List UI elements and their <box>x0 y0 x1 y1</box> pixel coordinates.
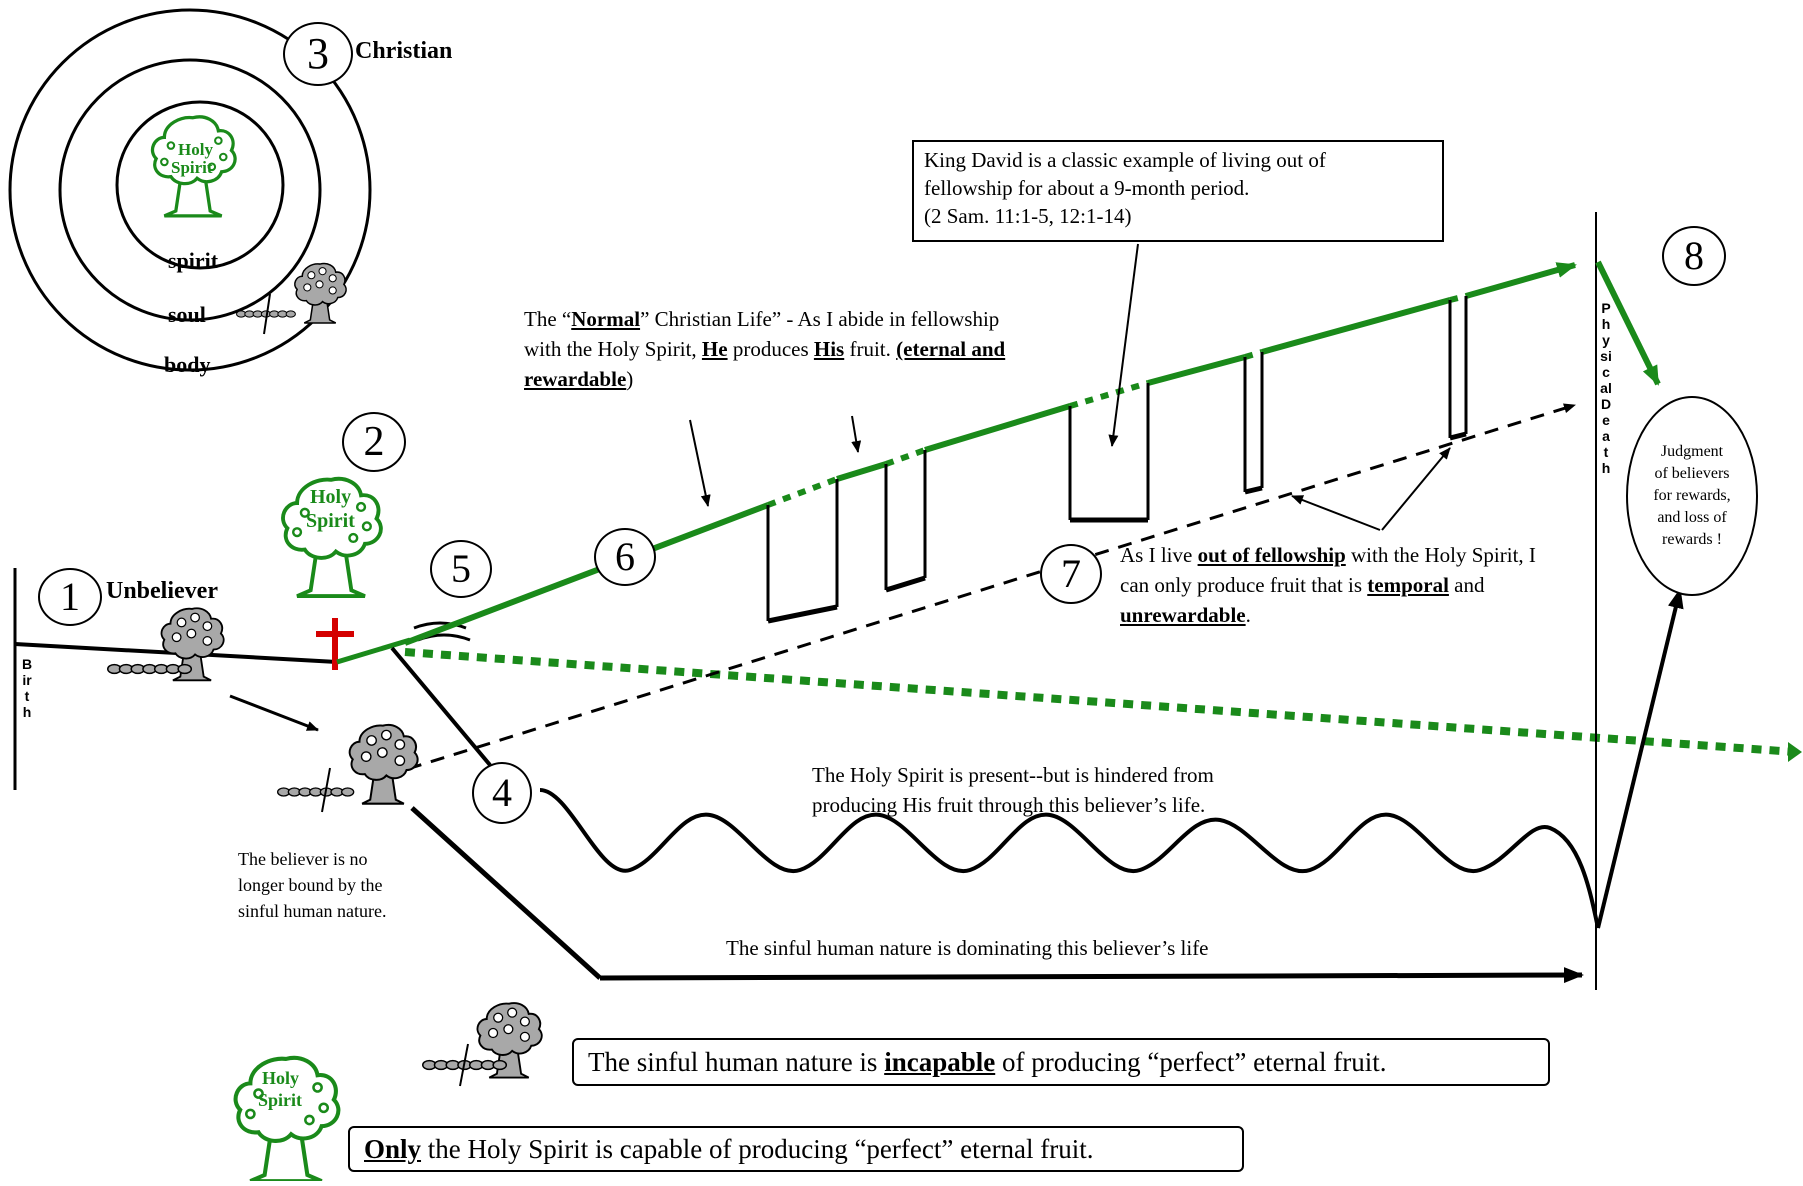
death-to-judgment-arrow <box>1595 260 1661 386</box>
marker-1: 1 <box>38 568 102 626</box>
legend-tree-label-holy: Holy <box>262 1068 300 1088</box>
judgment-line1: Judgment <box>1660 443 1724 460</box>
marker-2: 2 <box>342 412 406 472</box>
body-label: body <box>164 352 211 377</box>
dominating-line-descent <box>410 806 602 980</box>
judgment-line4: and loss of <box>1657 509 1727 526</box>
spirit-label: spirit <box>168 248 219 273</box>
marker-5: 5 <box>430 540 492 598</box>
oof-part3: and <box>1448 573 1485 597</box>
marker-8: 8 <box>1662 226 1726 286</box>
sin-nature-tree-icon <box>294 262 347 324</box>
dominating-text: The sinful human nature is dominating th… <box>726 936 1209 960</box>
legend-only-box: Only the Holy Spirit is capable of produ… <box>348 1126 1244 1172</box>
normal-life-normal: Normal <box>571 307 641 331</box>
sinful-nature-path <box>390 646 1600 929</box>
legend-incapable-box: The sinful human nature is incapable of … <box>572 1038 1550 1086</box>
normal-life-he: He <box>701 337 728 361</box>
oof-bold2: temporal <box>1367 573 1449 597</box>
judgment-arrow <box>1596 588 1684 929</box>
no-longer-bound-line3: sinful human nature. <box>238 901 387 921</box>
freed-broken-chain-icon <box>276 787 355 797</box>
green-fellowship-line <box>403 262 1577 646</box>
circle-tree-label-spirit: Spirit <box>171 158 213 177</box>
physical-death-label: Physical Death <box>1600 300 1612 476</box>
king-david-line2: fellowship for about a 9-month period. <box>924 176 1250 200</box>
judgment-line5: rewards ! <box>1662 531 1722 548</box>
legend-incapable-bold: incapable <box>884 1047 996 1077</box>
chain-break-mark <box>263 293 271 335</box>
normal-life-part2: ” Christian Life” - As I abide in fellow… <box>524 307 1000 361</box>
unbeliever-label: Unbeliever <box>106 578 218 604</box>
marker-7: 7 <box>1040 544 1102 604</box>
oof-bold3: unrewardable <box>1120 603 1246 627</box>
king-david-box: King David is a classic example of livin… <box>912 140 1444 242</box>
hindered-line2: producing His fruit through this believe… <box>812 793 1206 817</box>
marker-3: 3 <box>283 22 353 86</box>
freed-sin-tree-icon <box>348 723 419 805</box>
oof-part2: with the Holy Spirit, I can only produce… <box>1120 543 1536 597</box>
king-david-line3: (2 Sam. 11:1-5, 12:1-14) <box>924 204 1132 228</box>
christian-label: Christian <box>355 38 453 64</box>
salvation-tree-label-holy: Holy <box>310 486 352 508</box>
marker-6: 6 <box>594 528 656 586</box>
dominating-line <box>599 967 1584 984</box>
out-of-fellowship-text: As I live out of fellowship with the Hol… <box>1120 540 1540 630</box>
normal-life-his: His <box>813 337 845 361</box>
legend-only-bold: Only <box>364 1134 422 1164</box>
break-mark <box>413 621 467 630</box>
fellowship-drops <box>766 296 1468 624</box>
king-david-line1: King David is a classic example of livin… <box>924 148 1326 172</box>
normal-life-text: The “Normal” Christian Life” - As I abid… <box>524 304 1024 394</box>
normal-life-part1: The “ <box>524 307 572 331</box>
legend-only-part2: the Holy Spirit is capable of producing … <box>421 1134 1094 1164</box>
christian-circles <box>8 8 372 372</box>
legend-tree-label-spirit: Spirit <box>258 1090 303 1110</box>
normal-life-close: ) <box>626 367 634 391</box>
no-longer-bound-line2: longer bound by the <box>238 875 383 895</box>
hindered-text: The Holy Spirit is present--but is hinde… <box>812 760 1214 820</box>
bound-chain-icon <box>106 663 193 675</box>
judgment-line3: for rewards, <box>1653 487 1731 504</box>
marker-4: 4 <box>472 762 532 824</box>
circle-tree-label-holy: Holy <box>178 140 213 159</box>
oof-bold1: out of fellowship <box>1197 543 1346 567</box>
hindered-spirit-line <box>404 648 1796 756</box>
conversion-arrow <box>229 694 319 732</box>
normal-life-part3: produces <box>727 337 809 361</box>
legend-sin-tree-svg <box>421 1002 543 1087</box>
normal-life-eternal: (eternal and rewardable <box>524 337 1006 391</box>
hindered-line1: The Holy Spirit is present--but is hinde… <box>812 763 1214 787</box>
judgment-circle: Judgment of believers for rewards, and l… <box>1626 396 1758 596</box>
no-longer-bound-line1: The believer is no <box>238 849 368 869</box>
new-life-line <box>336 637 411 665</box>
salvation-tree-label-spirit: Spirit <box>306 510 355 532</box>
legend-incapable-part2: of producing “perfect” eternal fruit. <box>995 1047 1387 1077</box>
legend-incapable-part1: The sinful human nature is <box>588 1047 885 1077</box>
birth-label: Birth <box>21 656 33 720</box>
oof-part4: . <box>1245 603 1251 627</box>
out-of-fellowship-line <box>384 403 1576 778</box>
judgment-line2: of believers <box>1654 465 1730 482</box>
oof-part1: As I live <box>1120 543 1198 567</box>
soul-label: soul <box>168 302 206 327</box>
pointer-arrows <box>689 243 1451 531</box>
normal-life-part4: fruit. <box>844 337 897 361</box>
no-longer-bound-text: The believer is no longer bound by the s… <box>238 846 386 924</box>
